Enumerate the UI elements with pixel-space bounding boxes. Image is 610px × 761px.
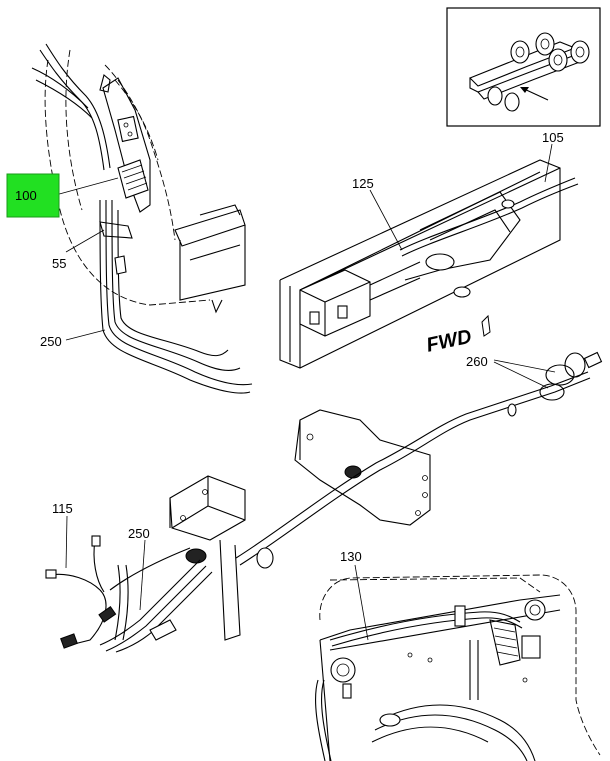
callout-100[interactable]: 100	[15, 188, 37, 203]
fwd-arrow-icon	[481, 314, 491, 337]
highlight-box-100	[6, 173, 60, 218]
upper-left-bracket-assembly	[31, 43, 253, 394]
callout-125[interactable]: 125	[352, 176, 374, 191]
callout-55[interactable]: 55	[52, 256, 66, 271]
callout-250-top[interactable]: 250	[40, 334, 62, 349]
fwd-label: FWD	[424, 326, 473, 357]
callout-115[interactable]: 115	[52, 501, 73, 516]
callout-105[interactable]: 105	[542, 130, 564, 145]
leader-lines	[51, 143, 556, 641]
callout-250-bottom[interactable]: 250	[128, 526, 150, 541]
callout-130[interactable]: 130	[340, 549, 362, 564]
bottom-right-panel	[314, 574, 601, 761]
frame-rail-module	[279, 159, 579, 369]
lower-frame-harness	[45, 351, 603, 653]
callout-260[interactable]: 260	[466, 354, 488, 369]
inset-vehicle-view	[446, 7, 601, 127]
